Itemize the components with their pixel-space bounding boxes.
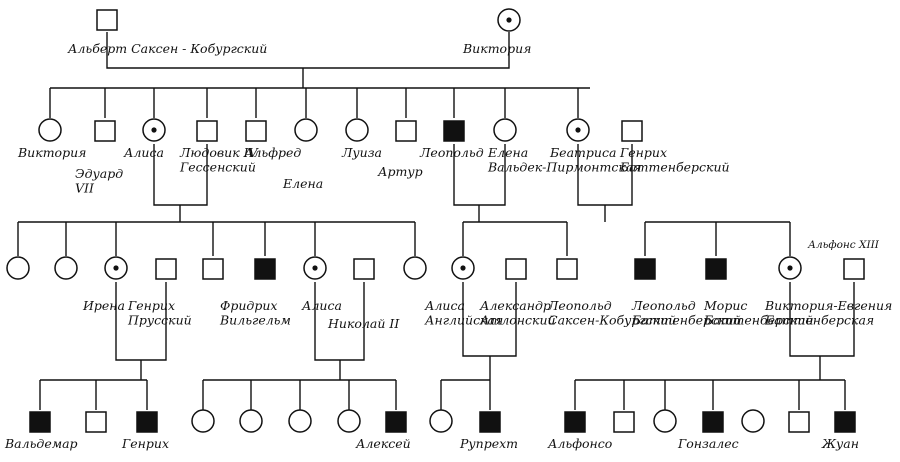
rupert-symbol [479,411,501,433]
label-nicholas: Николай II [327,316,400,331]
victoriaE-carrier-dot [787,265,793,271]
beatrice-carrier-dot [575,127,581,133]
g4-m2-symbol [613,411,635,433]
arthur-symbol [395,120,417,142]
helena1-symbol [294,118,318,142]
label-victoria: Виктория [462,41,531,56]
louise-symbol [345,118,369,142]
albert-symbol [96,9,118,31]
g4-f4-symbol [337,409,361,433]
alfred-symbol [245,120,267,142]
leopoldSC-symbol [556,258,578,280]
nicholas-symbol [353,258,375,280]
ludwig-symbol [196,120,218,142]
maurice-symbol [705,258,727,280]
juan-symbol [834,411,856,433]
alix-carrier-dot [312,265,318,271]
alexander-symbol [505,258,527,280]
alexei-symbol [385,411,407,433]
waldemar-symbol [29,411,51,433]
g4-f7-symbol [741,409,765,433]
label-alexei: Алексей [355,436,411,451]
g3-m1-symbol [202,258,224,280]
label-juan: Жуан [821,436,859,451]
alfonso-symbol [564,411,586,433]
pedigree-lines [17,32,855,410]
friedrich-symbol [254,258,276,280]
pedigree-symbols [6,8,865,433]
label-alice: Алиса [123,145,164,160]
label-alfonsoXIII: Альфонс XIII [807,239,880,251]
label-vicky: Виктория [17,145,86,160]
g3-f2-symbol [54,256,78,280]
vicky-symbol [38,118,62,142]
leopold-symbol [443,120,465,142]
g4-m3-symbol [788,411,810,433]
label-beatrice: Беатриса [549,145,616,160]
g4-f5-symbol [429,409,453,433]
irene-carrier-dot [113,265,119,271]
label-arthur: Артур [377,164,423,179]
label-louise: Луиза [341,145,382,160]
edward-symbol [94,120,116,142]
label-albert: Альберт Саксен - Кобургский [67,41,267,56]
g4-f1-symbol [191,409,215,433]
alfonsoXIII-symbol [843,258,865,280]
g4-f2-symbol [239,409,263,433]
g3-f3-symbol [403,256,427,280]
helenaW-symbol [493,118,517,142]
henryP-symbol [155,258,177,280]
alice-carrier-dot [151,127,157,133]
gonzalo-symbol [702,411,724,433]
aliceA-carrier-dot [460,265,466,271]
label-rupert: Рупрехт [459,436,518,451]
henryB-symbol [621,120,643,142]
label-alfred: Альфред [243,145,301,160]
pedigree-labels: Альберт Саксен - Кобургский Виктория Вик… [4,41,892,451]
g3-f1-symbol [6,256,30,280]
label-heinrich: Генрих [121,436,169,451]
label-waldemar: Вальдемар [4,436,78,451]
label-alfonso: Альфонсо [547,436,612,451]
label-irene: Ирена [82,298,125,313]
label-helena1: Елена [282,176,323,191]
leopoldB-symbol [634,258,656,280]
label-gonzalo: Гонзалес [677,436,739,451]
g4-f3-symbol [288,409,312,433]
victoria-carrier-dot [506,17,512,23]
label-alix: Алиса [301,298,342,313]
g4-m1-symbol [85,411,107,433]
label-leopold: Леопольд [419,145,484,160]
g4-f6-symbol [653,409,677,433]
heinrich-symbol [136,411,158,433]
